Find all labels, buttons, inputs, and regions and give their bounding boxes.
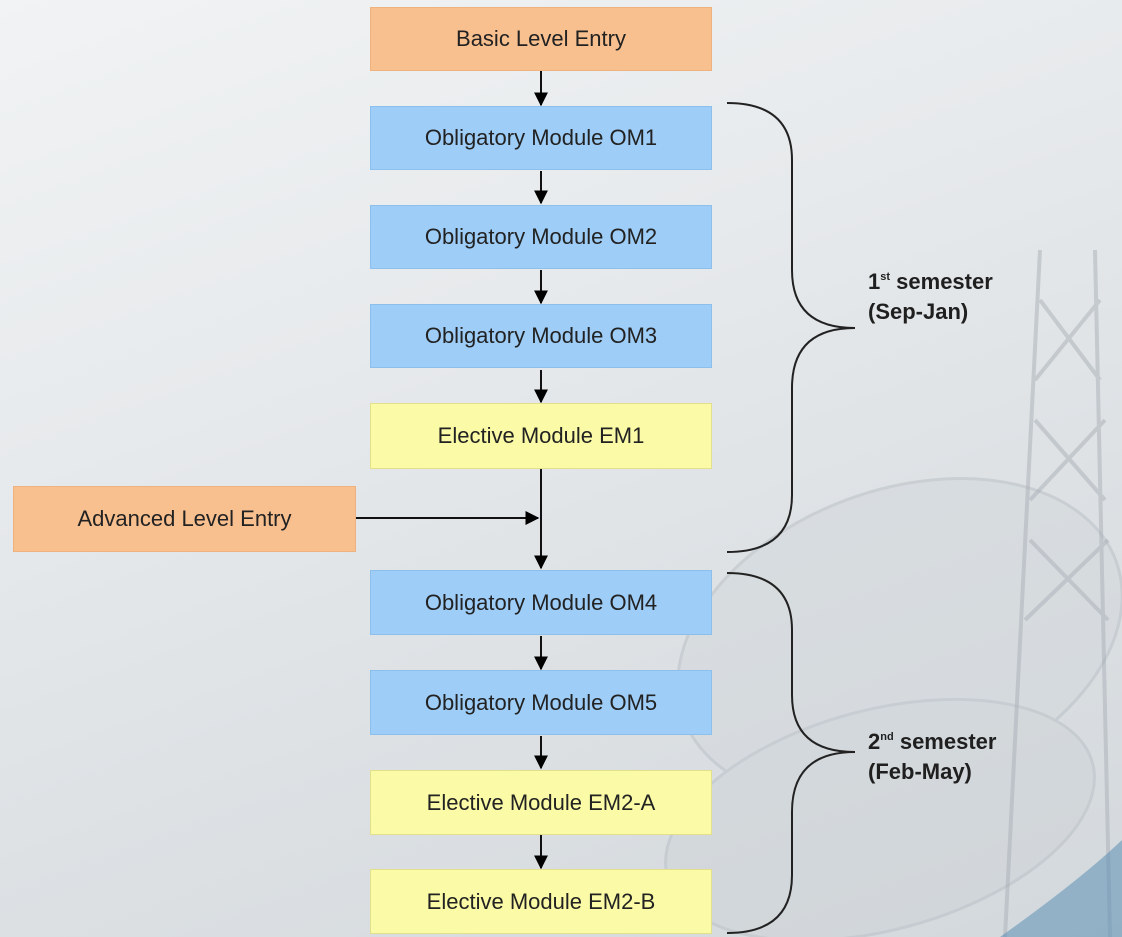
- om3-label: Obligatory Module OM3: [424, 323, 658, 348]
- basic-level-entry-label: Basic Level Entry: [456, 26, 626, 51]
- first-semester-ordinal: st: [880, 271, 891, 283]
- em2b-box: Elective Module EM2-B: [370, 869, 712, 934]
- brace-first-semester: [726, 102, 856, 553]
- first-semester-label: 1st semester (Sep-Jan): [868, 262, 993, 327]
- second-semester-label: 2nd semester (Feb-May): [868, 722, 996, 787]
- second-semester-range: (Feb-May): [868, 759, 972, 784]
- first-semester-number: 1: [868, 269, 881, 294]
- em2a-label: Elective Module EM2-A: [426, 789, 656, 815]
- second-semester-ordinal: nd: [880, 731, 894, 743]
- om5-label: Obligatory Module OM5: [424, 689, 658, 715]
- em1-label: Elective Module EM1: [437, 423, 645, 448]
- first-semester-range: (Sep-Jan): [868, 299, 969, 324]
- om1-label: Obligatory Module OM1: [424, 125, 658, 150]
- om5-box: Obligatory Module OM5: [370, 670, 712, 735]
- om3-box: Obligatory Module OM3: [370, 304, 712, 368]
- em1-box: Elective Module EM1: [370, 403, 712, 469]
- em2b-label: Elective Module EM2-B: [426, 888, 656, 914]
- em2a-box: Elective Module EM2-A: [370, 770, 712, 835]
- advanced-level-entry-label: Advanced Level Entry: [77, 506, 292, 531]
- om1-box: Obligatory Module OM1: [370, 106, 712, 170]
- second-semester-word: semester: [899, 729, 997, 754]
- om2-label: Obligatory Module OM2: [424, 224, 658, 249]
- om2-box: Obligatory Module OM2: [370, 205, 712, 269]
- second-semester-number: 2: [868, 729, 881, 754]
- brace-second-semester: [726, 572, 856, 934]
- om4-box: Obligatory Module OM4: [370, 570, 712, 635]
- first-semester-word: semester: [896, 269, 993, 294]
- basic-level-entry-box: Basic Level Entry: [370, 7, 712, 71]
- om4-label: Obligatory Module OM4: [424, 589, 658, 615]
- advanced-level-entry-box: Advanced Level Entry: [13, 486, 356, 552]
